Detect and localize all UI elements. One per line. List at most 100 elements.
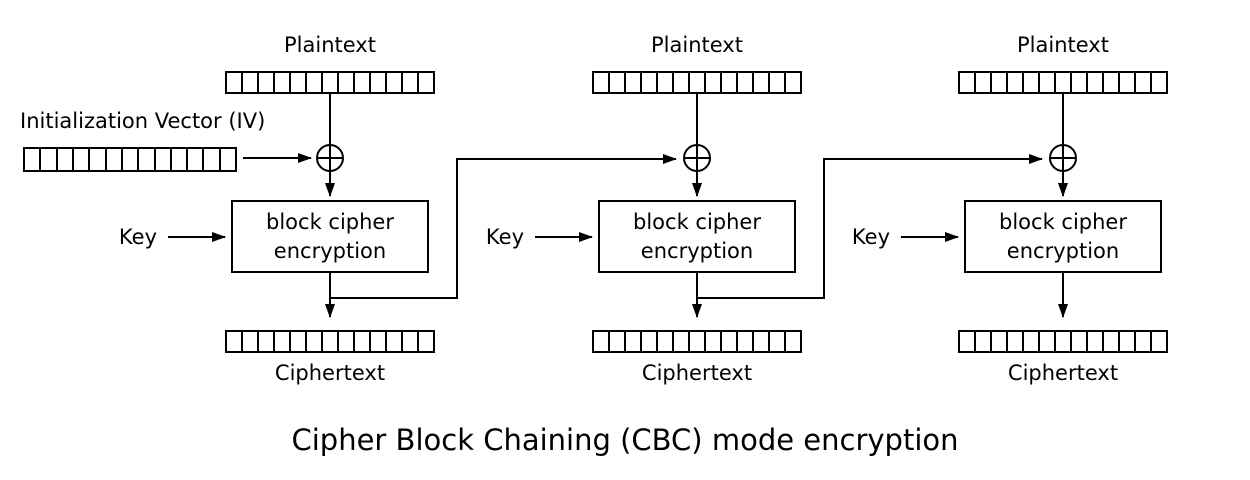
bit-cell <box>1072 332 1088 351</box>
column3-connectors <box>901 94 1077 318</box>
key-label: Key <box>118 225 157 249</box>
bit-cell <box>1088 332 1104 351</box>
bit-cell <box>706 332 722 351</box>
bit-cell <box>738 73 754 92</box>
bit-cell <box>976 332 992 351</box>
bit-cell <box>1152 332 1166 351</box>
bit-cell <box>690 332 706 351</box>
bit-cell <box>139 149 156 170</box>
bit-cell <box>188 149 205 170</box>
plaintext-bits <box>225 71 435 94</box>
bit-cell <box>594 73 610 92</box>
bit-cell <box>992 332 1008 351</box>
bit-cell <box>371 332 387 351</box>
bit-cell <box>1040 73 1056 92</box>
bit-cell <box>1024 332 1040 351</box>
plaintext-label: Plaintext <box>284 33 376 57</box>
bit-cell <box>626 332 642 351</box>
bit-cell <box>770 332 786 351</box>
column2-connectors <box>535 94 1043 318</box>
bit-cell <box>976 73 992 92</box>
bit-cell <box>786 332 800 351</box>
bit-cell <box>419 332 433 351</box>
bit-cell <box>403 332 419 351</box>
bit-cell <box>642 332 658 351</box>
block-cipher-encryption-box: block cipher encryption <box>598 200 796 273</box>
key-label: Key <box>851 225 890 249</box>
bit-cell <box>706 73 722 92</box>
bit-cell <box>960 332 976 351</box>
bit-cell <box>754 332 770 351</box>
bit-cell <box>339 332 355 351</box>
bit-cell <box>1104 73 1120 92</box>
bit-cell <box>626 73 642 92</box>
bit-cell <box>786 73 800 92</box>
xor-icon <box>1049 144 1077 172</box>
cipher-box-line1: block cipher <box>633 210 761 234</box>
chain-to-next-xor-line <box>697 154 1043 299</box>
cipher-box-line2: encryption <box>273 239 387 263</box>
bit-cell <box>1152 73 1166 92</box>
block-cipher-encryption-box: block cipher encryption <box>964 200 1162 273</box>
column1-connectors <box>168 94 677 318</box>
bit-cell <box>594 332 610 351</box>
bit-cell <box>690 73 706 92</box>
chain-to-next-xor-line <box>330 154 677 299</box>
cipher-box-line2: encryption <box>1006 239 1120 263</box>
plaintext-label: Plaintext <box>651 33 743 57</box>
bit-cell <box>610 332 626 351</box>
iv-label: Initialization Vector (IV) <box>20 109 266 133</box>
bit-cell <box>960 73 976 92</box>
bit-cell <box>1056 73 1072 92</box>
bit-cell <box>642 73 658 92</box>
cipher-box-line1: block cipher <box>266 210 394 234</box>
bit-cell <box>658 73 674 92</box>
bit-cell <box>259 73 275 92</box>
bit-cell <box>155 149 172 170</box>
bit-cell <box>227 332 243 351</box>
bit-cell <box>1136 73 1152 92</box>
bit-cell <box>259 332 275 351</box>
bit-cell <box>992 73 1008 92</box>
bit-cell <box>323 332 339 351</box>
bit-cell <box>1088 73 1104 92</box>
bit-cell <box>307 332 323 351</box>
bit-cell <box>1136 332 1152 351</box>
bit-cell <box>323 73 339 92</box>
bit-cell <box>770 73 786 92</box>
ciphertext-bits <box>958 330 1168 353</box>
cipher-box-line1: block cipher <box>999 210 1127 234</box>
key-label: Key <box>485 225 524 249</box>
bit-cell <box>674 332 690 351</box>
bit-cell <box>1072 73 1088 92</box>
bit-cell <box>403 73 419 92</box>
iv-bits <box>23 147 237 172</box>
bit-cell <box>227 73 243 92</box>
bit-cell <box>1024 73 1040 92</box>
bit-cell <box>291 73 307 92</box>
plaintext-bits <box>592 71 802 94</box>
xor-icon <box>316 144 344 172</box>
bit-cell <box>90 149 107 170</box>
bit-cell <box>1104 332 1120 351</box>
bit-cell <box>275 73 291 92</box>
bit-cell <box>41 149 58 170</box>
bit-cell <box>73 149 91 170</box>
bit-cell <box>25 149 42 170</box>
bit-cell <box>387 73 403 92</box>
bit-cell <box>220 149 236 170</box>
bit-cell <box>122 149 140 170</box>
bit-cell <box>722 332 738 351</box>
bit-cell <box>355 332 371 351</box>
bit-cell <box>419 73 433 92</box>
plaintext-bits <box>958 71 1168 94</box>
bit-cell <box>243 73 259 92</box>
bit-cell <box>171 149 189 170</box>
bit-cell <box>658 332 674 351</box>
bit-cell <box>204 149 221 170</box>
diagram-title: Cipher Block Chaining (CBC) mode encrypt… <box>291 423 959 457</box>
ciphertext-bits <box>225 330 435 353</box>
bit-cell <box>674 73 690 92</box>
block-cipher-encryption-box: block cipher encryption <box>231 200 429 273</box>
